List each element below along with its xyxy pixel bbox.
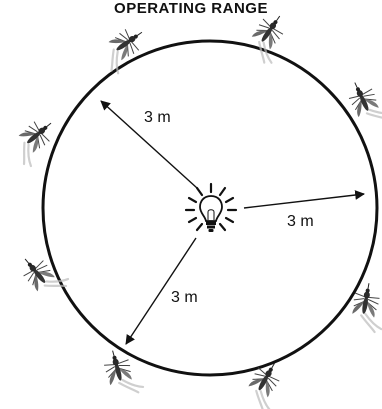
mosquito-icon: [101, 345, 144, 399]
distance-label-lower-left: 3 m: [171, 289, 198, 306]
distance-label-right: 3 m: [287, 213, 314, 230]
mosquito-icon: [97, 22, 154, 75]
mosquito-icon: [344, 74, 382, 130]
diagram-title: OPERATING RANGE: [114, 0, 268, 17]
mosquito-icon: [16, 246, 71, 303]
distance-label-upper-left: 3 m: [144, 109, 171, 126]
radius-arrow-right: [244, 194, 364, 208]
mosquito-icon: [349, 281, 382, 333]
mosquito-icon: [243, 9, 296, 66]
light-bulb-icon: [186, 184, 236, 232]
